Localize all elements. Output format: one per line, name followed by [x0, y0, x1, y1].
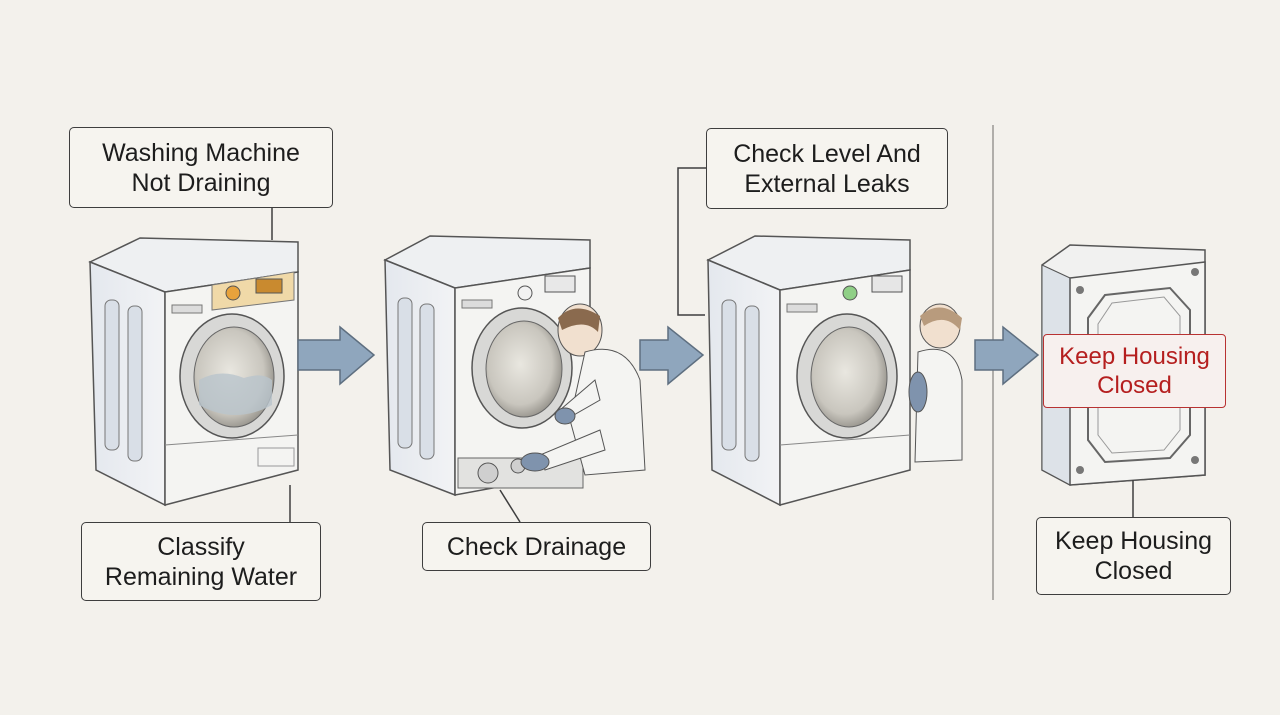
step-1-title-line-2: Not Draining	[131, 168, 271, 197]
washing-machine-1	[88, 237, 299, 507]
step-4-warning-line-2: Closed	[1097, 372, 1172, 399]
flow-arrow-2	[639, 325, 705, 386]
technician-figure	[520, 303, 646, 476]
step-1-title: Washing Machine Not Draining	[69, 127, 333, 208]
step-1-caption: Classify Remaining Water	[81, 522, 321, 601]
step-1-caption-line-1: Classify	[157, 532, 245, 561]
connector-caption-2	[499, 489, 521, 523]
step-3-title-line-2: External Leaks	[744, 169, 910, 198]
step-4-caption-line-2: Closed	[1094, 557, 1173, 585]
step-1-caption-line-2: Remaining Water	[104, 562, 298, 591]
step-1-title-line-1: Washing Machine	[102, 138, 300, 167]
washing-machine-3	[706, 235, 911, 507]
washing-machine-2	[383, 235, 591, 497]
step-4-warning-overlay: Keep Housing Closed	[1043, 334, 1226, 408]
child-figure	[908, 303, 963, 463]
flow-arrow-3	[974, 325, 1040, 386]
step-4-warning-line-1: Keep Housing	[1059, 343, 1210, 370]
flow-arrow-1	[297, 325, 376, 386]
step-4-caption: Keep Housing Closed	[1036, 517, 1231, 595]
step-3-title-line-1: Check Level And	[733, 139, 921, 168]
connector-title-3	[677, 167, 706, 316]
step-3-title: Check Level And External Leaks	[706, 128, 948, 209]
step-4-caption-line-1: Keep Housing	[1054, 527, 1213, 555]
step-2-caption-line-1: Check Drainage	[446, 532, 627, 561]
step-2-caption: Check Drainage	[422, 522, 651, 571]
